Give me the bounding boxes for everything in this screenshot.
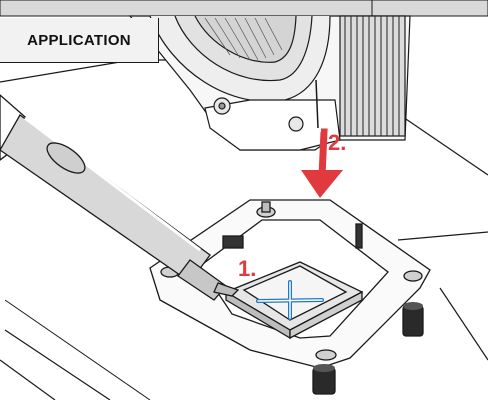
down-arrow-icon: [301, 128, 343, 198]
cpu: [224, 261, 364, 340]
thermal-paste-syringe-icon: [0, 94, 240, 400]
cpu-cooler: [128, 15, 411, 151]
step-1-label: 1.: [238, 256, 257, 281]
section-label: APPLICATION: [0, 18, 159, 63]
step-2-label: 2.: [328, 130, 347, 155]
top-strip: [0, 0, 488, 17]
